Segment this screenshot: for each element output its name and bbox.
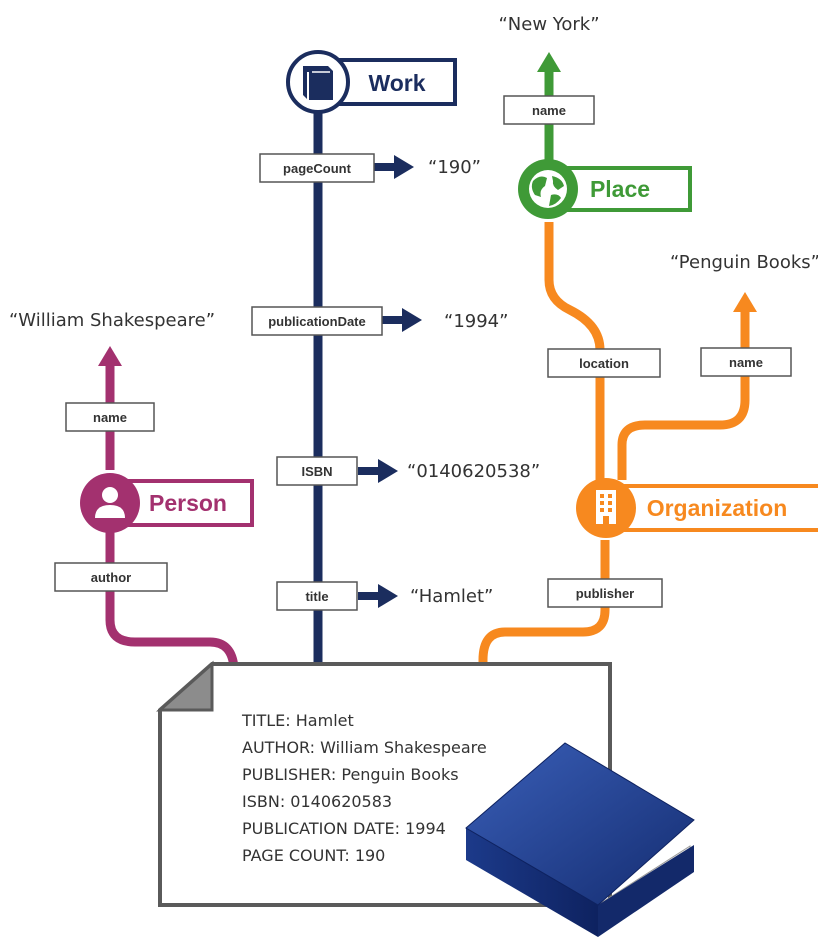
work-branch [313,100,422,668]
org-name-line [617,312,750,480]
value-place-name: “New York” [498,14,599,35]
publisher-line [478,540,610,668]
node-work: Work [286,50,457,114]
node-place: Place [518,159,692,219]
node-title: Place [590,176,650,202]
edge-title: title [276,581,358,611]
edge-label: title [305,589,328,604]
edge-isbn: ISBN [276,456,358,486]
node-title: Person [149,490,227,516]
edge-publisher: publisher [547,578,663,608]
value-pagecount: “190” [428,157,481,178]
node-title: Organization [647,495,788,521]
value-publicationdate: “1994” [444,311,508,332]
edge-person-name: name [65,402,155,432]
node-title: Work [368,70,425,96]
organization-branch [478,222,757,668]
author-line [105,530,239,669]
book-illustration [465,742,695,937]
book-icon [303,66,333,100]
edge-author: author [54,562,168,592]
edge-pagecount: pageCount [259,153,375,183]
globe-icon [529,170,567,208]
publicationdate-arrow [382,308,422,332]
doc-line-isbn: ISBN: 0140620583 [242,792,392,811]
doc-line-title: TITLE: Hamlet [241,711,354,730]
person-name-arrowhead [98,346,122,366]
org-name-arrowhead [733,292,757,312]
edge-org-name: name [700,347,792,377]
edge-label: publicationDate [268,314,366,329]
edge-publicationdate: publicationDate [251,306,383,336]
doc-line-publisher: PUBLISHER: Penguin Books [242,765,459,784]
edge-label: ISBN [301,464,332,479]
value-isbn: “0140620538” [407,461,540,482]
doc-line-author: AUTHOR: William Shakespeare [242,738,487,757]
location-line [544,222,605,520]
node-person: Person [80,473,254,533]
title-arrow [358,584,398,608]
building-icon [596,490,616,524]
edge-label: pageCount [283,161,352,176]
place-name-arrowhead [537,52,561,72]
doc-line-publication-date: PUBLICATION DATE: 1994 [242,819,446,838]
doc-line-page-count: PAGE COUNT: 190 [242,846,385,865]
page-fold [156,660,214,712]
person-icon [95,487,125,518]
edge-place-name: name [503,95,595,125]
edge-label: name [93,410,127,425]
edge-label: name [729,355,763,370]
node-organization: Organization [576,478,818,538]
edge-label: author [91,570,131,585]
value-person-name: “William Shakespeare” [9,310,215,331]
edge-label: name [532,103,566,118]
edge-label: publisher [576,586,635,601]
edge-label: location [579,356,629,371]
value-org-name: “Penguin Books” [670,252,818,273]
edge-location: location [547,348,661,378]
isbn-arrow [358,459,398,483]
pagecount-arrow [374,155,414,179]
value-title: “Hamlet” [410,586,493,607]
